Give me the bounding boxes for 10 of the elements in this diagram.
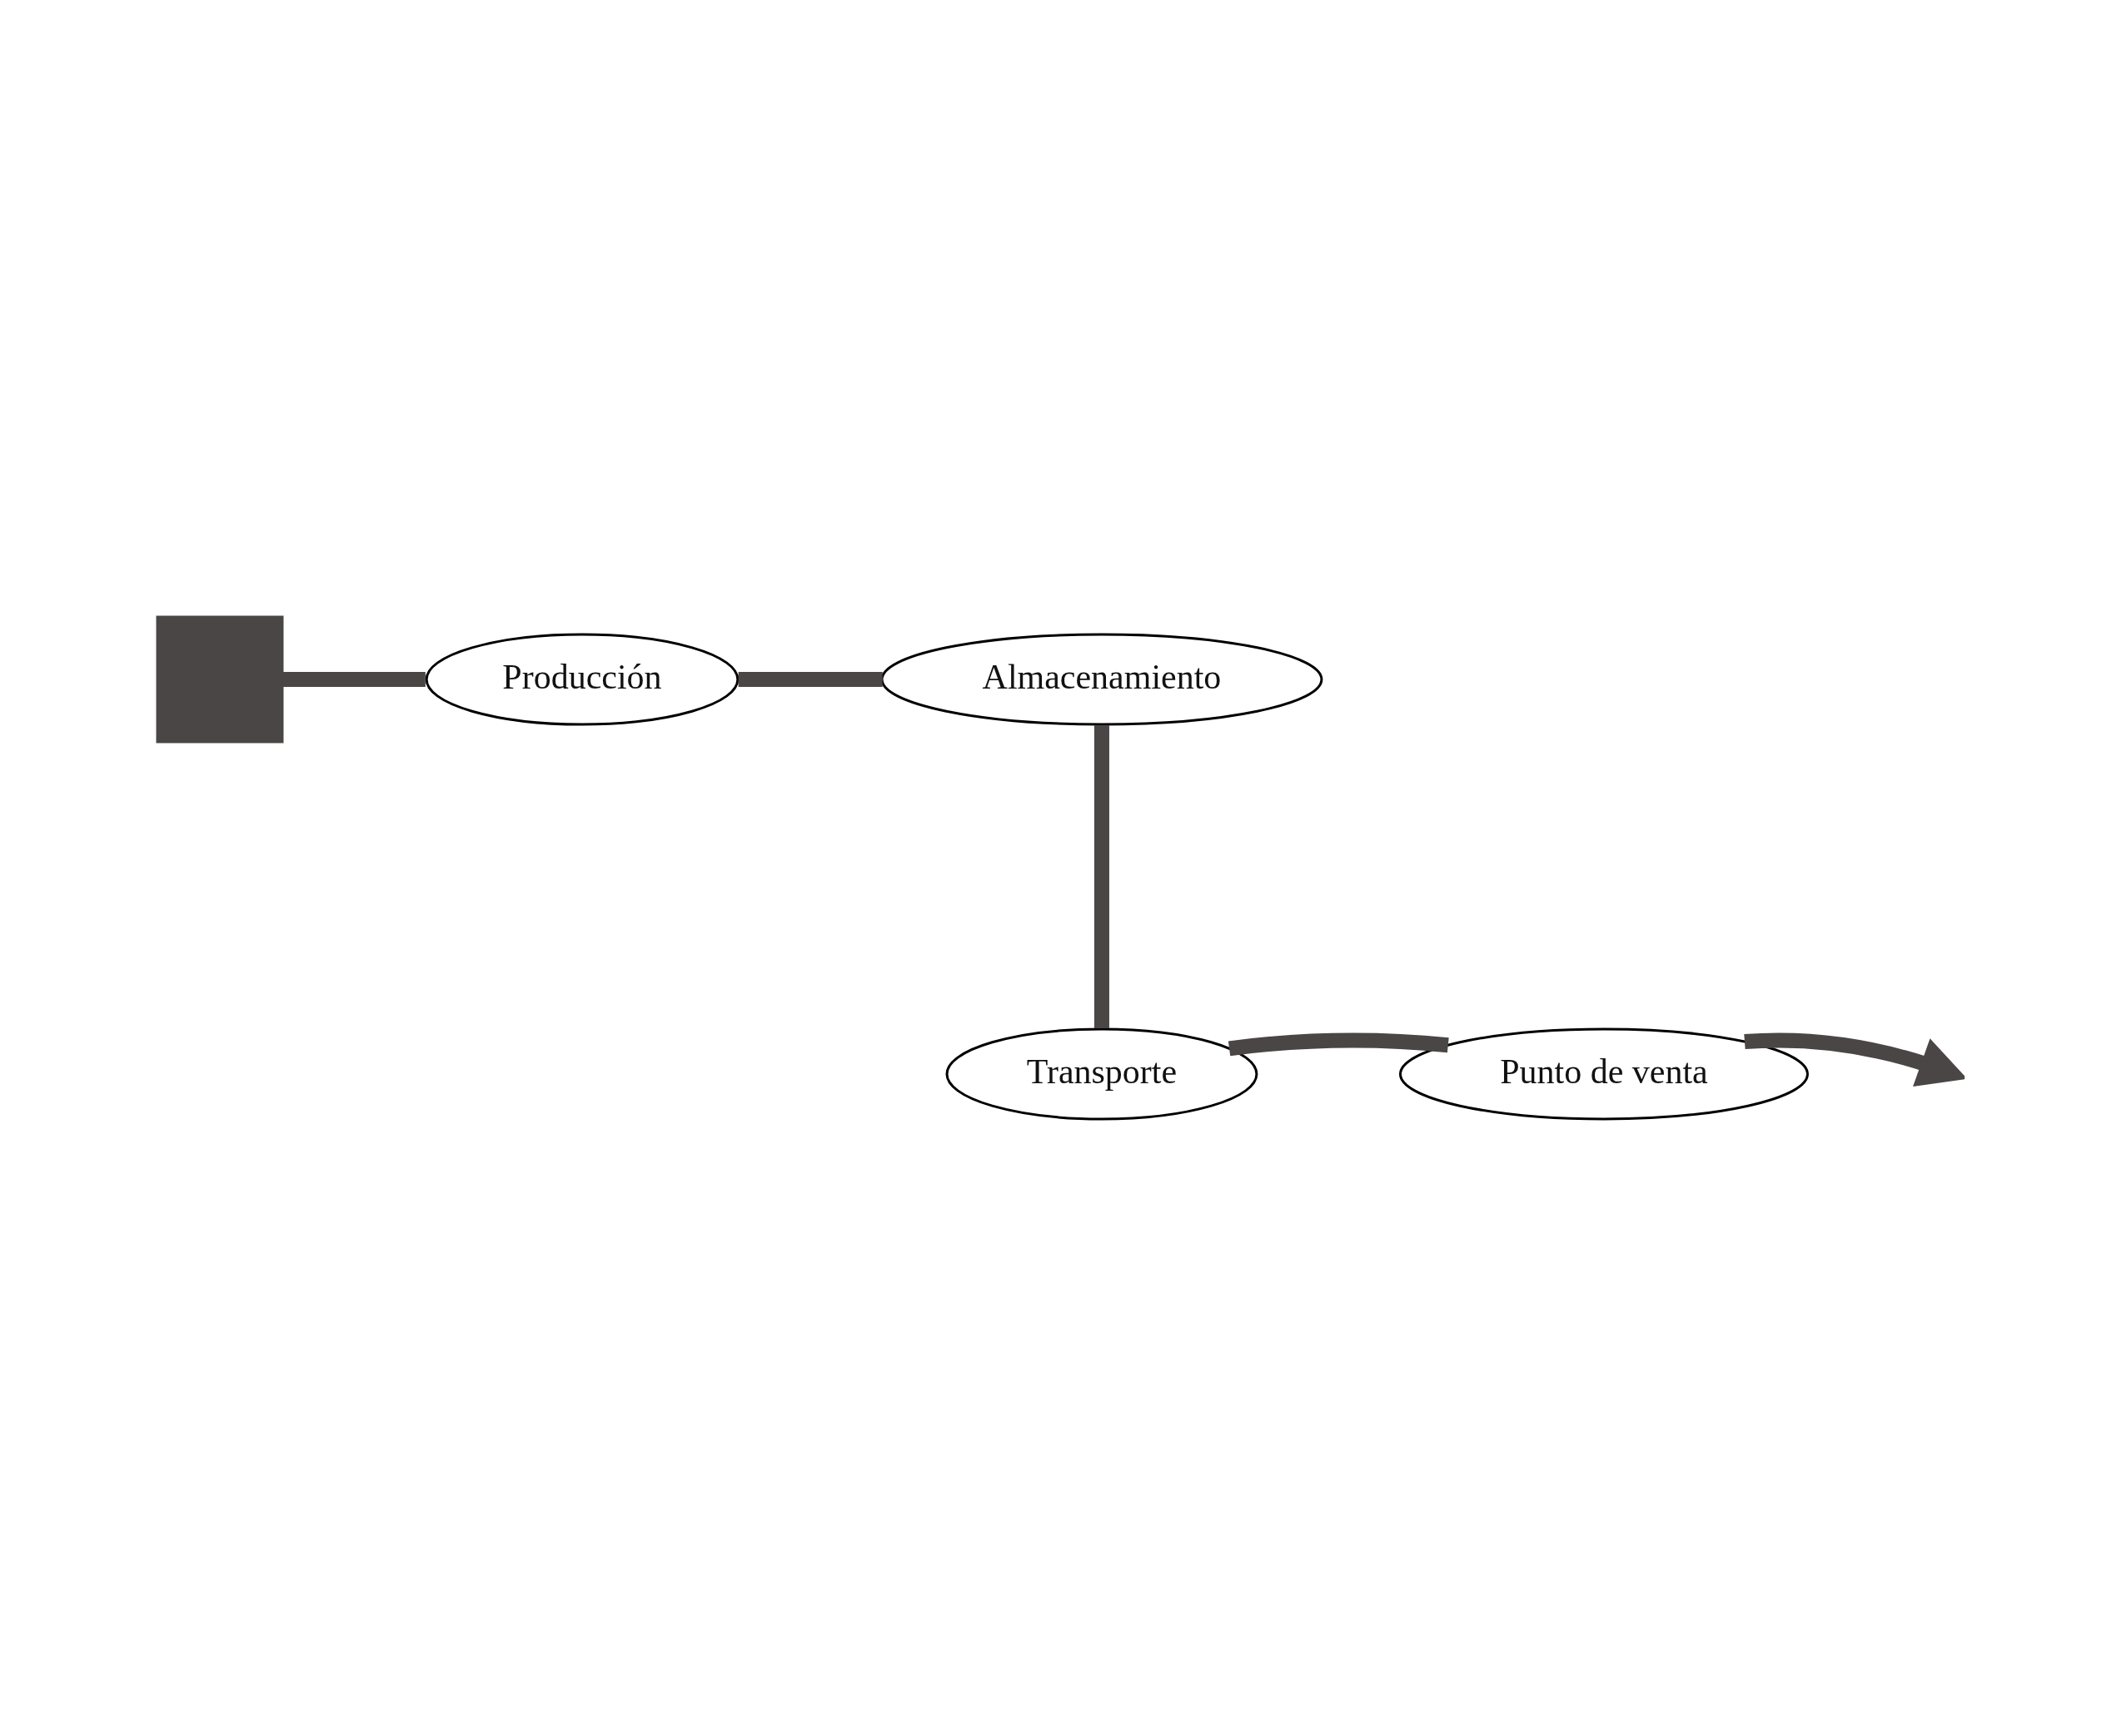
node-box bbox=[156, 615, 284, 744]
node-ellipse: Almacenamiento bbox=[880, 633, 1323, 726]
connector bbox=[1228, 1032, 1449, 1057]
arrow bbox=[1744, 1032, 1965, 1087]
node-ellipse: Punto de venta bbox=[1398, 1027, 1809, 1121]
connector bbox=[282, 672, 426, 687]
connector bbox=[1093, 724, 1109, 1028]
node-ellipse: Transporte bbox=[945, 1027, 1258, 1121]
node-ellipse: Producción bbox=[425, 633, 740, 726]
connector bbox=[738, 672, 883, 687]
